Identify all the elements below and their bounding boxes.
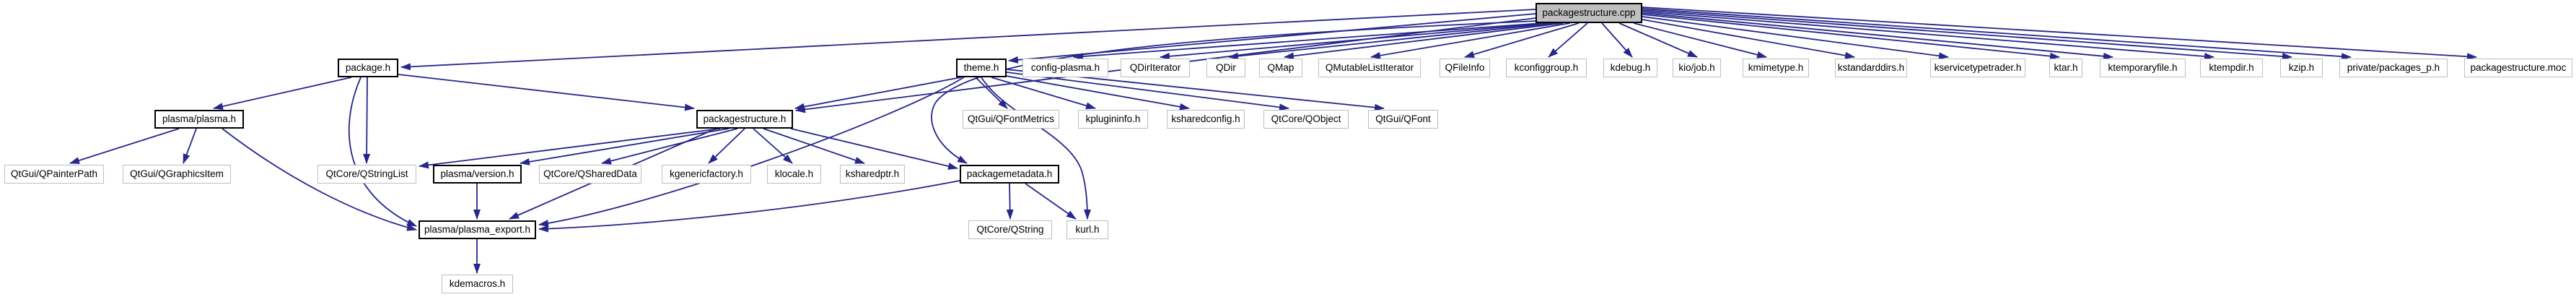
edge-theme_h-to-qtcore_qobject (1006, 72, 1289, 111)
graph-node-qmutablelistiterator: QMutableListIterator (1318, 59, 1421, 77)
graph-node-packagestructure_h[interactable]: packagestructure.h (696, 110, 793, 129)
graph-node-packagestructure_moc: packagestructure.moc (2464, 59, 2572, 77)
edge-packagemetadata_h-to-qtcore_qstring (1006, 183, 1014, 220)
edge-root-to-qfileinfo (1464, 22, 1580, 59)
edge-root-to-config_plasma_h (1073, 22, 1543, 61)
edge-packagestructure_h-to-klocale_h (753, 128, 793, 164)
edge-root-to-ktar_h (1642, 14, 2060, 60)
graph-node-config_plasma_h: config-plasma.h (1022, 59, 1108, 77)
edge-root-to-kmimetype_h (1633, 22, 1767, 59)
edge-theme_h-to-kplugininfo_h (991, 77, 1096, 110)
edge-root-to-kservicetypetrader_h (1642, 16, 1949, 60)
edge-root-to-packagemetadata_h (931, 20, 1538, 164)
graph-node-packagemetadata_h[interactable]: packagemetadata.h (960, 165, 1059, 184)
graph-node-root: packagestructure.cpp (1535, 3, 1642, 23)
edge-root-to-kzip_h (1642, 9, 2292, 61)
edge-packagemetadata_h-to-plasma_plasma_export_h (538, 180, 960, 233)
graph-node-kdemacros_h: kdemacros.h (442, 275, 513, 293)
graph-node-theme_h[interactable]: theme.h (956, 59, 1007, 77)
graph-node-qfileinfo: QFileInfo (1440, 59, 1490, 77)
graph-node-qtcore_qobject: QtCore/QObject (1263, 110, 1349, 129)
edge-packagestructure_h-to-packagemetadata_h (790, 128, 958, 170)
edge-root-to-qmutablelistiterator (1370, 22, 1571, 59)
edge-plasma_plasma_h-to-qtgui_qgraphicsitem (183, 128, 197, 164)
graph-node-ktempdir_h: ktempdir.h (2200, 59, 2263, 77)
edge-root-to-kiojob_h (1618, 22, 1698, 58)
edge-root-to-kdebug_h (1601, 22, 1633, 58)
graph-node-kurl_h: kurl.h (1066, 220, 1108, 239)
graph-node-qtgui_qfont: QtGui/QFont (1368, 110, 1438, 129)
graph-node-ksharedconfig_h: ksharedconfig.h (1167, 110, 1245, 129)
graph-node-private_packages_p_h: private/packages_p.h (2339, 59, 2448, 77)
graph-node-kiojob_h: kio/job.h (1673, 59, 1721, 77)
graph-node-qtgui_qgraphicsitem: QtGui/QGraphicsItem (123, 165, 231, 184)
edge-root-to-qdiriterator (1160, 22, 1551, 60)
graph-node-qdir: QDir (1206, 59, 1245, 77)
edge-plasma_plasma_h-to-qtgui_qpainterpath (69, 128, 180, 164)
graph-node-qtcore_qstring: QtCore/QString (968, 220, 1052, 239)
graph-node-qtcore_qshareddata: QtCore/QSharedData (539, 165, 641, 184)
edge-packagemetadata_h-to-kurl_h (1025, 183, 1077, 220)
edge-packagestructure_h-to-qtcore_qstringlist (419, 128, 721, 169)
graph-node-kmimetype_h: kmimetype.h (1743, 59, 1809, 77)
edge-root-to-private_packages_p_h (1642, 8, 2352, 61)
edge-packagestructure_h-to-plasma_version_h (520, 128, 730, 165)
edge-root-to-kconfiggroup_h (1548, 22, 1588, 58)
edge-root-to-package_h (400, 9, 1536, 71)
edge-root-to-packagestructure_moc (1642, 7, 2477, 61)
edge-theme_h-to-qtgui_qfontmetrics (975, 77, 1008, 109)
edge-root-to-ktemporaryfile_h (1642, 12, 2113, 60)
edge-package_h-to-plasma_plasma_h (213, 77, 352, 111)
graph-node-package_h[interactable]: package.h (338, 59, 398, 77)
edge-theme_h-to-kurl_h (981, 77, 1091, 220)
edge-packagestructure_h-to-qtcore_qshareddata (601, 128, 738, 165)
graph-node-kconfiggroup_h: kconfiggroup.h (1506, 59, 1587, 77)
edge-root-to-kstandarddirs_h (1642, 19, 1855, 59)
graph-node-klocale_h: klocale.h (767, 165, 821, 184)
graph-node-plasma_plasma_h[interactable]: plasma/plasma.h (154, 110, 244, 129)
edge-root-to-qdir (1228, 22, 1557, 60)
edge-theme_h-to-ksharedconfig_h (1005, 75, 1190, 111)
edge-packagestructure_h-to-ksharedptr_h (763, 128, 865, 164)
graph-node-kplugininfo_h: kplugininfo.h (1078, 110, 1148, 129)
edge-theme_h-to-plasma_plasma_export_h (538, 77, 965, 227)
graph-node-qmap: QMap (1259, 59, 1302, 77)
edge-root-to-qmap (1284, 22, 1564, 60)
graph-node-ktemporaryfile_h: ktemporaryfile.h (2100, 59, 2186, 77)
graph-node-qtcore_qstringlist: QtCore/QStringList (317, 165, 416, 184)
graph-node-kstandarddirs_h: kstandarddirs.h (1835, 59, 1907, 77)
edge-root-to-ktempdir_h (1642, 11, 2214, 60)
graph-node-qtgui_qpainterpath: QtGui/QPainterPath (4, 165, 104, 184)
graph-node-kgenericfactory_h: kgenericfactory.h (662, 165, 751, 184)
edge-package_h-to-plasma_plasma_export_h (348, 77, 417, 227)
edge-plasma_plasma_h-to-plasma_plasma_export_h (222, 128, 417, 231)
graph-node-qtgui_qfontmetrics: QtGui/QFontMetrics (963, 110, 1059, 129)
edge-theme_h-to-packagestructure_h (794, 77, 962, 111)
graph-node-qdiriterator: QDirIterator (1121, 59, 1190, 77)
graph-node-kservicetypetrader_h: kservicetypetrader.h (1930, 59, 2025, 77)
edge-packagestructure_h-to-kgenericfactory_h (708, 128, 745, 164)
graph-node-kzip_h: kzip.h (2280, 59, 2323, 77)
graph-node-plasma_plasma_export_h[interactable]: plasma/plasma_export.h (419, 220, 536, 239)
graph-node-plasma_version_h[interactable]: plasma/version.h (433, 165, 522, 184)
graph-node-kdebug_h: kdebug.h (1603, 59, 1657, 77)
edge-package_h-to-packagestructure_h (398, 74, 695, 111)
graph-node-ktar_h: ktar.h (2049, 59, 2082, 77)
graph-node-ksharedptr_h: ksharedptr.h (840, 165, 905, 184)
